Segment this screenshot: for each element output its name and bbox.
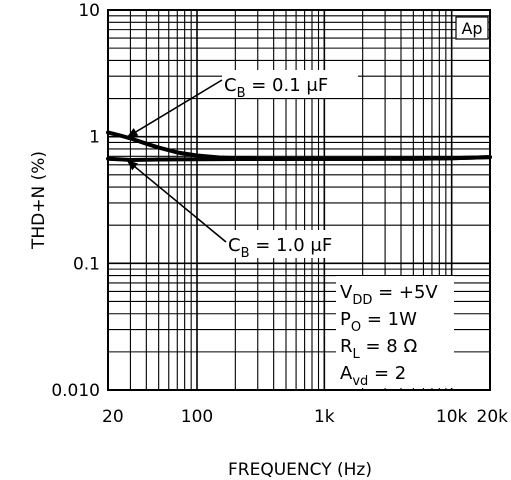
series-label-1: CB = 0.1 μF	[224, 75, 328, 101]
y-tick-label: 10	[78, 1, 100, 21]
series-label-arrow-1-head	[126, 127, 139, 138]
condition-line: RL = 8 Ω	[340, 336, 417, 362]
y-axis-label: THD+N (%)	[29, 151, 49, 250]
y-tick-label: 0.010	[51, 381, 100, 401]
plot-frame	[107, 9, 491, 391]
condition-line: VDD = +5V	[340, 282, 438, 308]
x-tick-label: 10k	[436, 407, 468, 427]
series-label-arrow-1	[126, 79, 223, 139]
conditions-bg	[336, 276, 454, 388]
x-tick-label: 1k	[314, 407, 335, 427]
series-line-2	[106, 155, 492, 162]
series-label-arrow-2	[126, 159, 227, 243]
series-label-bg-1	[222, 70, 358, 98]
x-tick-label: 20k	[477, 407, 509, 427]
x-tick-label: 20	[102, 407, 124, 427]
x-tick-label: 100	[181, 407, 213, 427]
ap-badge: Ap	[461, 19, 482, 38]
y-tick-label: 1	[89, 128, 100, 148]
y-tick-label: 0.1	[73, 254, 100, 274]
series-label-arrow-2-head	[126, 159, 138, 171]
ap-badge-box	[455, 16, 489, 40]
x-axis-label: FREQUENCY (Hz)	[228, 460, 372, 480]
plot-border	[107, 9, 491, 391]
condition-line: PO = 1W	[340, 309, 417, 335]
series	[106, 130, 492, 162]
condition-line: Avd = 2	[340, 363, 406, 389]
series-label-2: CB = 1.0 μF	[228, 235, 332, 261]
series-label-bg-2	[226, 230, 362, 258]
